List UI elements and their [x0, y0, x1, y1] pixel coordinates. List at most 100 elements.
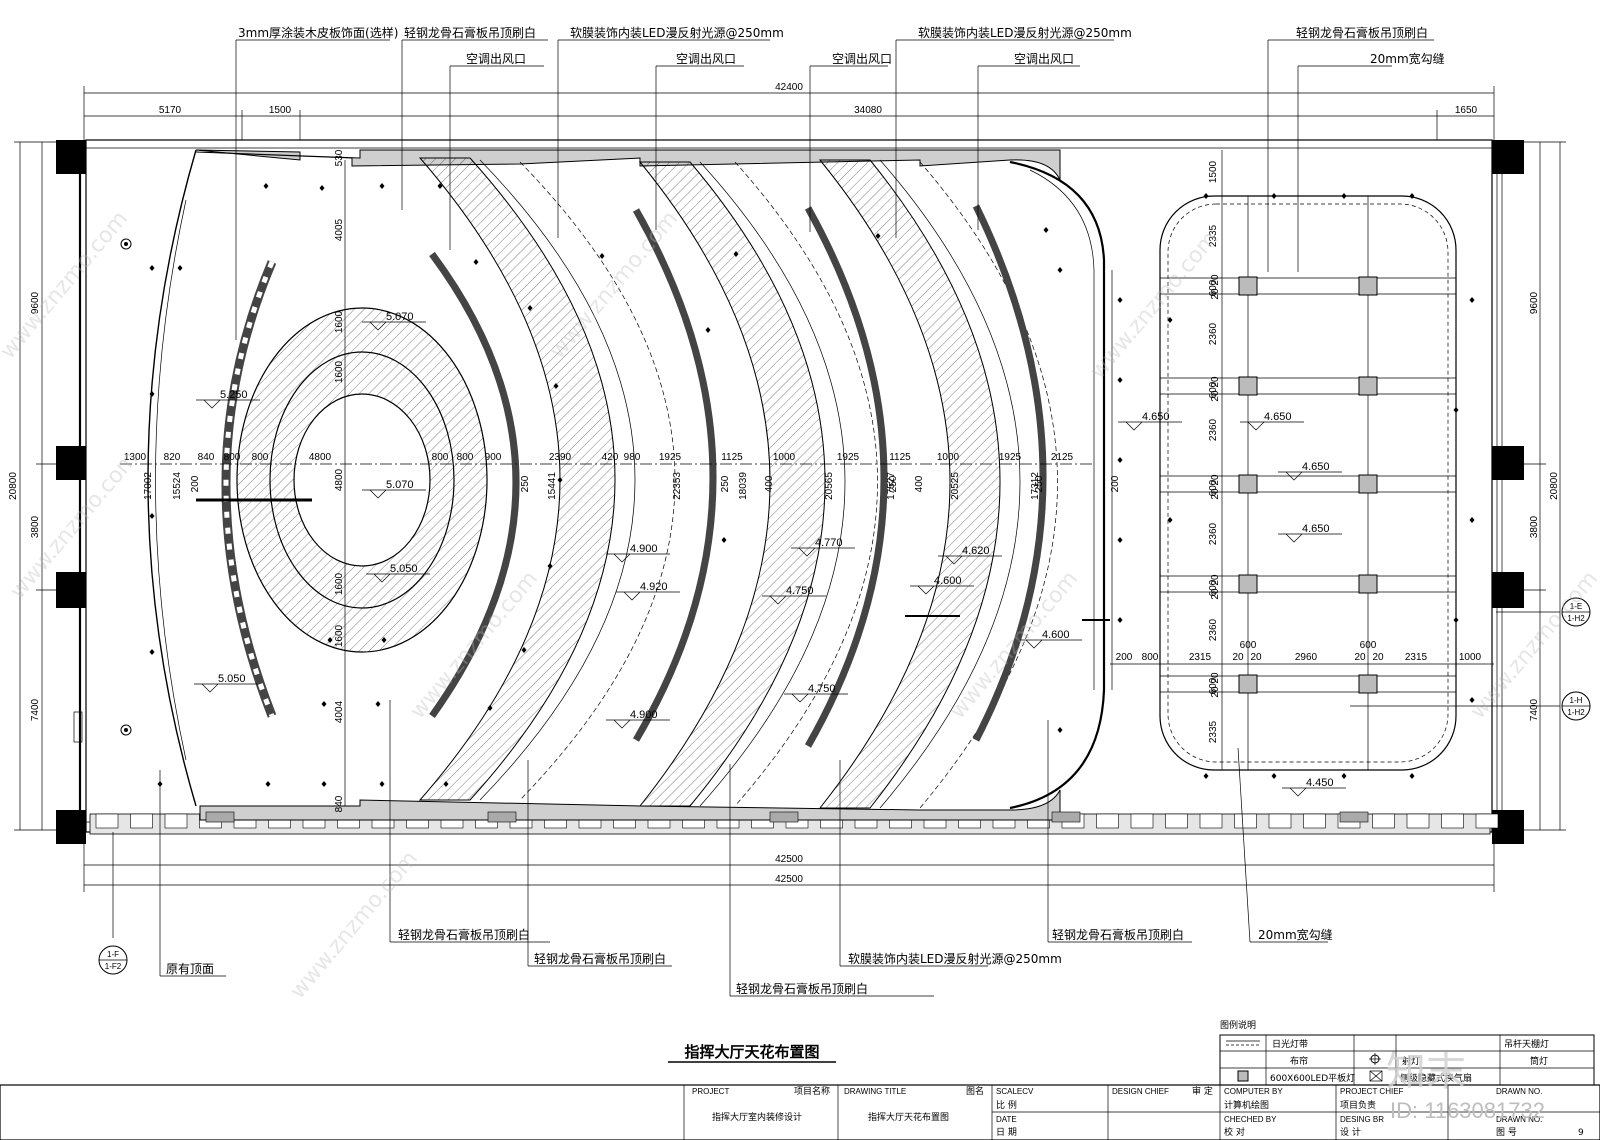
- title-block: PROJECT 项目名称 指挥大厅室内装修设计 DRAWING TITLE 图名…: [0, 1084, 1600, 1140]
- pendant-light-icon: [120, 724, 132, 736]
- top-dimension-chain: 42400 5170 1500 34080 1650: [83, 82, 1495, 140]
- dim-right-seg-1: 9600: [1529, 291, 1540, 314]
- sill-notch: [130, 813, 153, 829]
- panel-light-icon: [1238, 474, 1258, 494]
- room-hdim-7: 20: [1354, 652, 1366, 663]
- downlight-icon: [437, 183, 443, 189]
- panel-light-icon: [1358, 674, 1378, 694]
- section-tag-left-top: 1-F: [107, 950, 119, 959]
- tb-project-chief-cn: 项目负责: [1340, 1099, 1376, 1111]
- downlight-icon: [149, 391, 155, 397]
- level-value-18: 4.650: [1302, 523, 1330, 535]
- label-gypsum-ceiling-4: 轻钢龙骨石膏板吊顶刷白: [534, 951, 666, 966]
- room-hdim-4: 20: [1232, 652, 1244, 663]
- dim-overall-top: 42400: [775, 82, 803, 93]
- panel-light-icon: [1238, 376, 1258, 396]
- downlight-icon: [149, 649, 155, 655]
- sill-notch: [1475, 813, 1499, 829]
- panel-light-icon: [1238, 276, 1258, 296]
- tb-project-cn: 项目名称: [794, 1085, 830, 1097]
- watermark-site-4: www.znzmo.com: [1085, 226, 1223, 383]
- chord-length-4: 22353: [672, 472, 683, 500]
- tb-computer-by-cn: 计算机绘图: [1224, 1099, 1269, 1111]
- section-tag-h-bottom: 1-H2: [1567, 708, 1585, 717]
- downlight-icon: [1453, 617, 1459, 623]
- dim-left-seg-1: 9600: [30, 291, 41, 314]
- room-vdim-2: 2335: [1208, 224, 1219, 247]
- downlight-icon: [375, 701, 381, 707]
- room-vdim-17: 20: [1210, 588, 1221, 600]
- downlight-icon: [1203, 193, 1209, 199]
- tb-date-en: DATE: [996, 1115, 1017, 1124]
- ceiling-level-markers: 5.0705.2505.0705.0505.0504.9004.9204.900…: [194, 311, 1346, 797]
- downlight-icon: [319, 185, 325, 191]
- downlight-icon: [1469, 297, 1475, 303]
- tb-date-cn: 日 期: [996, 1127, 1017, 1138]
- room-hdim-8: 20: [1372, 652, 1384, 663]
- panel-light-icon: [1238, 574, 1258, 594]
- tb-checked-by-en: CHECHED BY: [1224, 1115, 1277, 1124]
- downlight-icon: [705, 327, 711, 333]
- downlight-icon: [321, 781, 327, 787]
- chord-length-6: 20565: [824, 472, 835, 500]
- label-ac-outlet-1: 空调出风口: [466, 52, 526, 66]
- tb-drawn-no-cn: 图 号: [1496, 1127, 1517, 1138]
- room-vdim-12: 20: [1210, 474, 1221, 486]
- label-gypsum-ceiling-1: 轻钢龙骨石膏板吊顶刷白: [404, 25, 536, 40]
- downlight-icon: [379, 183, 385, 189]
- tb-drawing-name: 指挥大厅天花布置图: [868, 1111, 949, 1123]
- ceiling-soffit: [195, 149, 1369, 823]
- watermark-id: ID: 1163081732: [1390, 1098, 1545, 1123]
- legend-curtain: 布帘: [1290, 1055, 1308, 1067]
- label-ac-outlet-2: 空调出风口: [676, 52, 736, 66]
- label-soft-film-led-3: 轻钢龙骨石膏板吊顶刷白: [736, 981, 868, 996]
- downlight-icon: [487, 705, 493, 711]
- tb-project-name: 指挥大厅室内装修设计: [712, 1111, 802, 1123]
- level-value-10: 4.750: [786, 585, 814, 597]
- room-vdim-8: 20: [1210, 376, 1221, 388]
- level-value-14: 4.600: [1042, 629, 1070, 641]
- chord-length-5: 18039: [738, 472, 749, 500]
- tb-design-by-cn: 设 计: [1340, 1126, 1361, 1138]
- tb-scale-cn: 比 例: [996, 1099, 1017, 1111]
- downlight-icon: [875, 233, 881, 239]
- downlight-icon: [553, 383, 559, 389]
- room-hdim-6: 2960: [1295, 652, 1318, 663]
- sill-notch: [1441, 813, 1464, 829]
- row-dim-3: 840: [198, 452, 215, 463]
- gap-2: 250: [520, 475, 531, 492]
- level-marker-10: 4.750: [762, 585, 826, 605]
- tb-design-chief-cn: 审 定: [1192, 1085, 1213, 1097]
- row-dim-18: 1000: [937, 452, 960, 463]
- row-dim-20: 2125: [1051, 452, 1074, 463]
- downlight-icon: [1117, 377, 1123, 383]
- level-value-12: 4.620: [962, 545, 990, 557]
- downlight-icon: [1453, 407, 1459, 413]
- level-value-16: 4.650: [1264, 411, 1292, 423]
- room-hdim-10: 1000: [1459, 652, 1482, 663]
- level-marker-7: 4.920: [616, 581, 680, 601]
- sill-notch: [1268, 813, 1292, 829]
- ceiling-fixtures: [120, 183, 1475, 787]
- level-marker-14: 4.600: [1018, 629, 1082, 649]
- label-groove-1: 20mm宽勾缝: [1370, 51, 1445, 66]
- tb-design-chief-en: DESIGN CHIEF: [1112, 1087, 1169, 1096]
- panel-light-icon: [1238, 674, 1258, 694]
- row-dim-6: 4800: [309, 452, 332, 463]
- tb-project-chief-en: PROJECT CHIEF: [1340, 1087, 1404, 1096]
- sill-notch: [1303, 813, 1326, 829]
- downlight-icon: [721, 537, 727, 543]
- tb-design-by-en: DESING BR: [1340, 1115, 1384, 1124]
- downlight-icon: [327, 637, 333, 643]
- drawing-title: 指挥大厅天花布置图: [684, 1043, 819, 1061]
- top-annotations: 3mm厚涂装木皮板饰面(选样) 轻钢龙骨石膏板吊顶刷白 空调出风口 软膜装饰内装…: [235, 25, 1445, 340]
- panel-light-icon: [1358, 474, 1378, 494]
- downlight-icon: [265, 781, 271, 787]
- downlight-icon: [1117, 537, 1123, 543]
- level-marker-8: 4.900: [606, 709, 670, 729]
- dim-top-seg-1: 5170: [159, 105, 182, 116]
- tb-drawn-no-en: DRAWN NO.: [1496, 1087, 1542, 1096]
- row-dim-17: 1125: [889, 452, 911, 463]
